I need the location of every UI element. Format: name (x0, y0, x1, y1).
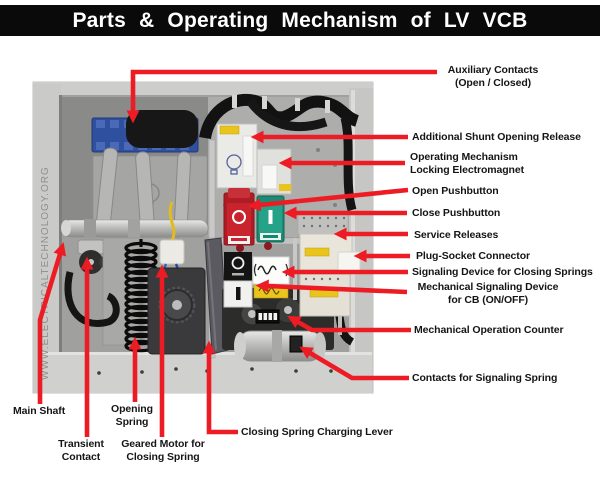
plug-socket-connector-part (337, 251, 361, 273)
label-signaling-device: Signaling Device for Closing Springs (412, 266, 593, 278)
vcb-photo: WWW.ELECTRICALTECHNOLOGY.ORG (32, 81, 374, 394)
signaling-spring-contact-part (289, 335, 303, 353)
close-pushbutton-part (256, 195, 285, 243)
open-symbol-icon (232, 210, 246, 224)
arrow-mechanical-signaling (255, 279, 408, 295)
label-charging-lever: Closing Spring Charging Lever (241, 426, 393, 438)
damper-cylinder (234, 330, 326, 362)
arrow-operation-counter (287, 315, 411, 333)
label-close-pushbutton: Close Pushbutton (412, 207, 501, 219)
main-shaft-cylinder (61, 219, 209, 238)
label-locking-electromagnet: Operating Mechanism Locking Electromagne… (410, 151, 525, 176)
page-title: Parts & Operating Mechanism of LV VCB (72, 8, 528, 32)
arrow-contacts-signaling-spring (299, 346, 409, 381)
label-mechanical-signaling: Mechanical Signaling Device for CB (ON/O… (417, 281, 559, 306)
arrow-main-shaft (37, 242, 67, 404)
label-open-pushbutton: Open Pushbutton (412, 185, 499, 197)
label-transient-contact: Transient Contact (58, 438, 104, 463)
label-auxiliary-contacts: Auxiliary Contacts (Open / Closed) (447, 64, 539, 89)
callout-arrows (37, 69, 437, 437)
open-pushbutton-part (223, 188, 255, 246)
watermark: WWW.ELECTRICALTECHNOLOGY.ORG (40, 166, 51, 380)
cam-levers (95, 147, 192, 233)
close-symbol-icon (268, 210, 273, 224)
auxiliary-contacts-block (91, 110, 199, 153)
locking-electromagnet-box (256, 148, 292, 195)
red-knob (264, 242, 272, 250)
arrow-charging-lever (202, 340, 238, 435)
label-geared-motor: Geared Motor for Closing Spring (121, 438, 205, 463)
lower-left-cable (64, 271, 120, 327)
cb-off-symbol-icon (231, 256, 245, 270)
mechanical-signaling-part (223, 252, 253, 308)
label-opening-spring: Opening Spring (111, 403, 153, 428)
operation-counter (255, 309, 280, 324)
shunt-release-box (216, 123, 258, 189)
cb-on-symbol-icon (236, 287, 241, 300)
label-main-shaft: Main Shaft (13, 405, 66, 417)
geared-motor-part (147, 267, 206, 355)
red-knob (236, 244, 244, 252)
label-additional-shunt: Additional Shunt Opening Release (412, 131, 581, 143)
label-service-releases: Service Releases (414, 229, 499, 241)
spring-signaling-label (252, 256, 290, 299)
title-bar: Parts & Operating Mechanism of LV VCB (0, 5, 600, 36)
arrow-open-pushbutton (247, 187, 409, 212)
label-operation-counter: Mechanical Operation Counter (414, 324, 564, 336)
label-plug-socket: Plug-Socket Connector (416, 250, 530, 262)
label-contacts-signaling-spring: Contacts for Signaling Spring (412, 372, 558, 384)
arrow-auxiliary-contacts (126, 69, 437, 124)
